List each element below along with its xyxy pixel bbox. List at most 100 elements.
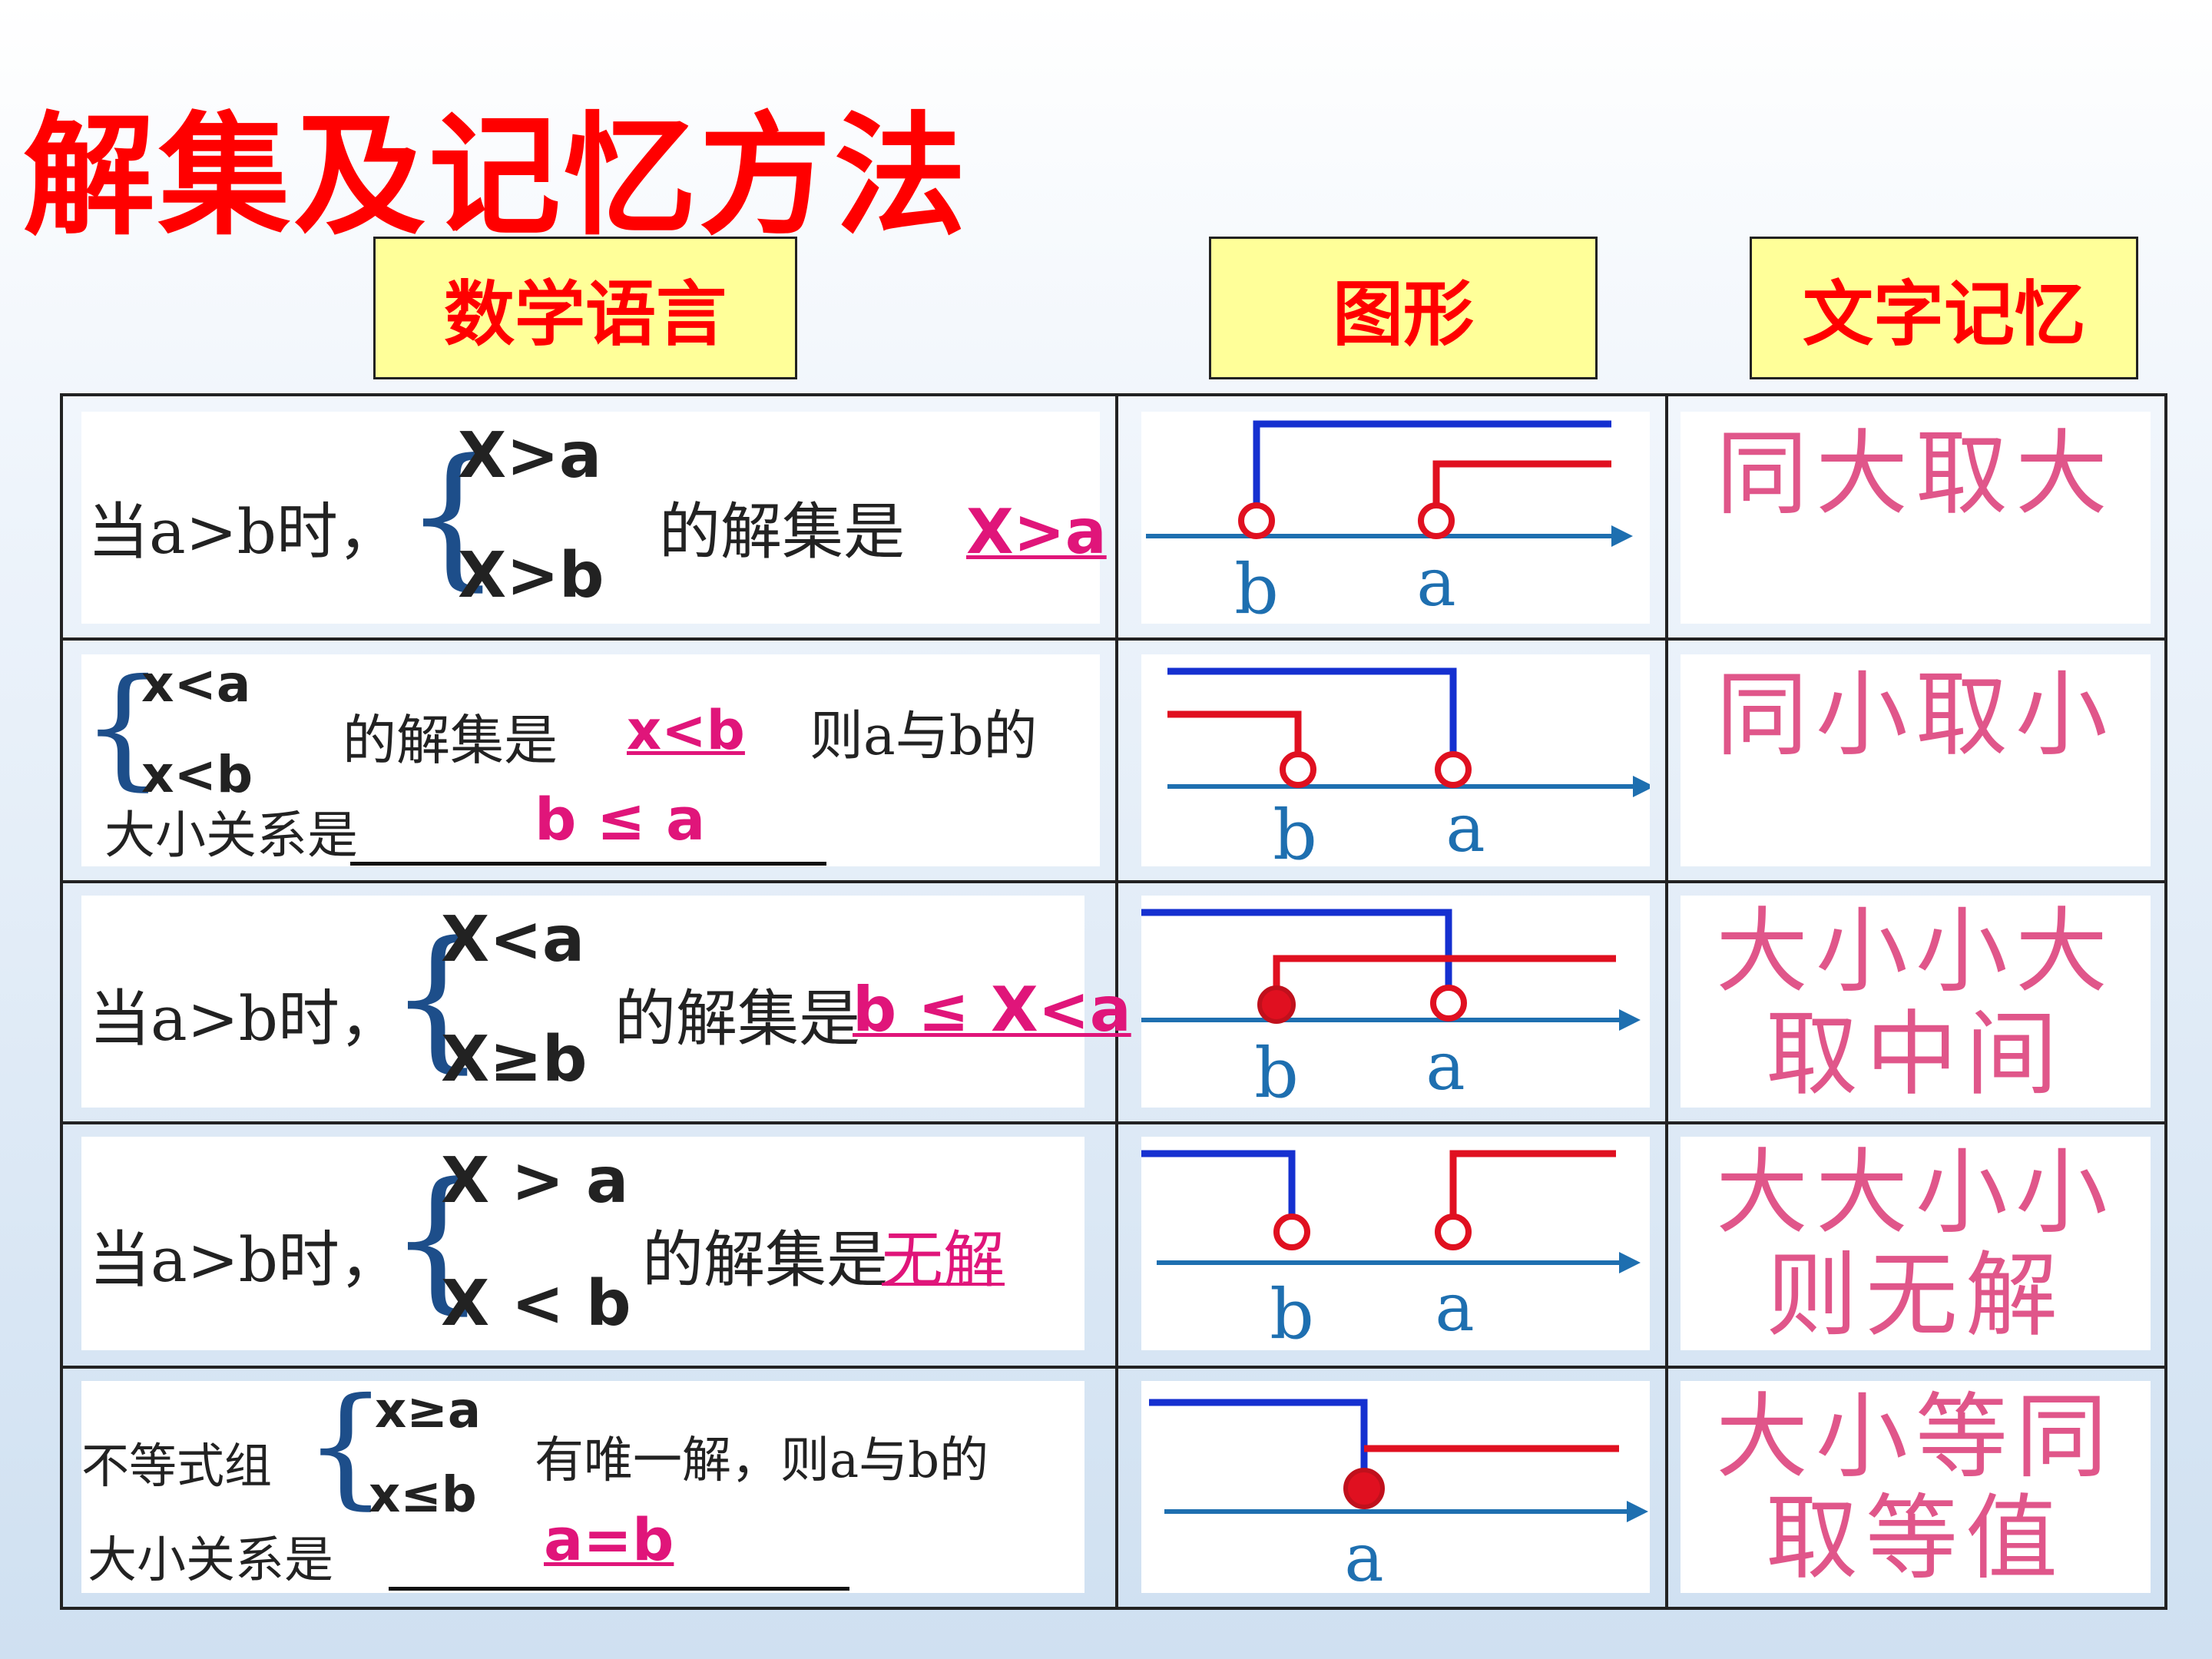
column-divider <box>1665 396 1668 1607</box>
header-math-language: 数学语言 <box>373 237 797 379</box>
row3-inequality-2: X≥b <box>441 1023 588 1096</box>
row4-premise: 当a>b时， <box>89 1210 401 1300</box>
open-point-b <box>1273 1214 1310 1250</box>
solution-branch-a <box>1141 909 1452 1003</box>
row2-line2-text: 大小关系是 <box>104 806 358 865</box>
row3-premise: 当a>b时， <box>89 969 401 1058</box>
row2-solution-text: 的解集是 <box>343 709 558 772</box>
label-a: a <box>1426 1028 1465 1105</box>
row3-number-line: b a <box>1141 909 1641 1114</box>
row4-figure-cell: b a <box>1141 1137 1650 1355</box>
row2-inequality-2: x<b <box>141 745 253 804</box>
row2-mnemonic-line1: 同小取小 <box>1716 662 2115 769</box>
solution-table: 当a>b时， { X>a X>b 的解集是 X>a b a 同大取大 { x<a… <box>60 393 2167 1610</box>
row2-inequality-1: x<a <box>141 654 251 714</box>
row2-figure-cell: b a <box>1141 654 1654 876</box>
row1-figure-cell: b a <box>1141 412 1650 630</box>
solution-branch-a <box>1167 667 1457 770</box>
row4-math-cell: 当a>b时， { X > a X < b 的解集是 无解 <box>81 1137 1084 1350</box>
row2-answer: x<b <box>627 699 745 762</box>
row2-memory-cell: 同小取小 <box>1681 654 2151 866</box>
row5-number-line: a <box>1149 1399 1648 1597</box>
row5-memory-cell: 大小等同 取等值 <box>1681 1381 2151 1593</box>
axis-arrow <box>1633 776 1654 797</box>
label-a: a <box>1416 545 1455 621</box>
page-title: 解集及记忆方法 <box>23 99 969 253</box>
label-a: a <box>1435 1270 1474 1346</box>
row3-math-cell: 当a>b时， { X<a X≥b 的解集是 b ≤ X<a <box>81 896 1131 1108</box>
row3-solution-text: 的解集是 <box>614 983 860 1055</box>
header-math-label: 数学语言 <box>443 273 727 356</box>
row3-mnemonic-line2: 取中间 <box>1766 1002 2065 1108</box>
row1-answer: X>a <box>966 496 1107 568</box>
closed-point-a <box>1343 1468 1385 1509</box>
open-point-a <box>1430 985 1467 1022</box>
header-figure: 图形 <box>1209 237 1598 379</box>
row-divider <box>63 880 2164 883</box>
column-divider <box>1115 396 1118 1607</box>
label-a: a <box>1344 1520 1383 1593</box>
header-text-memory: 文字记忆 <box>1750 237 2138 379</box>
row4-answer: 无解 <box>882 1224 1005 1296</box>
row5-mnemonic-line1: 大小等同 <box>1716 1384 2115 1491</box>
open-point-a <box>1435 751 1472 788</box>
row1-inequality-1: X>a <box>458 419 602 492</box>
label-b: b <box>1254 1033 1299 1108</box>
row1-mnemonic-line1: 同大取大 <box>1716 421 2115 528</box>
row1-inequality-2: X>b <box>458 539 604 612</box>
row1-brace: { <box>404 426 502 605</box>
row3-figure-cell: b a <box>1141 896 1650 1114</box>
row1-number-line: b a <box>1146 420 1633 630</box>
row2-number-line: b a <box>1167 667 1654 876</box>
row5-answer2: a=b <box>544 1505 674 1574</box>
row-divider <box>63 1366 2164 1369</box>
axis-arrow <box>1619 1252 1641 1273</box>
row4-memory-cell: 大大小小 则无解 <box>1681 1137 2151 1350</box>
row5-math-cell: 不等式组 { x≥a x≤b 有唯一解，则a与b的 大小关系是 a=b <box>81 1381 1084 1593</box>
open-point-a <box>1435 1214 1472 1250</box>
header-memory-label: 文字记忆 <box>1802 273 2085 356</box>
solution-branch-a <box>1432 460 1611 521</box>
row5-figure-cell: a <box>1141 1381 1650 1597</box>
header-figure-label: 图形 <box>1332 273 1474 356</box>
row1-premise: 当a>b时， <box>88 482 399 571</box>
row2-answer2: b ≤ a <box>535 785 706 853</box>
row3-memory-cell: 大小小大 取中间 <box>1681 896 2151 1108</box>
row1-premise-text: 当a>b时， <box>88 496 399 568</box>
solution-branch-b <box>1253 420 1611 521</box>
open-point-a <box>1418 502 1455 539</box>
label-b: b <box>1270 1274 1314 1350</box>
row5-relation-text: 有唯一解，则a与b的 <box>535 1432 989 1489</box>
row5-inequality-2: x≤b <box>369 1467 477 1524</box>
row4-mnemonic-line1: 大大小小 <box>1716 1140 2115 1247</box>
label-b: b <box>1273 795 1317 866</box>
open-point-b <box>1280 751 1316 788</box>
row-divider <box>63 637 2164 641</box>
label-a: a <box>1445 790 1485 866</box>
row4-premise-text: 当a>b时， <box>89 1224 401 1296</box>
solution-branch-a <box>1449 1150 1616 1218</box>
row5-inequality-1: x≥a <box>375 1382 482 1439</box>
row5-premise: 不等式组 <box>81 1438 273 1494</box>
row5-brace: { <box>304 1370 388 1522</box>
row1-math-cell: 当a>b时， { X>a X>b 的解集是 X>a <box>81 412 1107 624</box>
row4-inequality-2: X < b <box>441 1267 631 1340</box>
row3-premise-text: 当a>b时， <box>89 983 401 1055</box>
axis-arrow <box>1627 1501 1648 1522</box>
axis-arrow <box>1619 1009 1641 1031</box>
row3-mnemonic-line1: 大小小大 <box>1716 899 2115 1005</box>
row2-answer-blank <box>350 862 826 866</box>
row2-relation-text: 则a与b的 <box>810 704 1038 767</box>
row-divider <box>63 1121 2164 1124</box>
closed-point-b <box>1257 985 1296 1024</box>
axis-arrow <box>1611 525 1633 547</box>
row4-solution-text: 的解集是 <box>642 1224 888 1296</box>
row3-inequality-1: X<a <box>441 903 585 976</box>
row5-line2-text: 大小关系是 <box>88 1532 333 1589</box>
row3-answer: b ≤ X<a <box>853 974 1131 1045</box>
open-point-b <box>1238 502 1275 539</box>
row4-inequality-1: X > a <box>441 1144 629 1217</box>
row2-math-cell: { x<a x<b 的解集是 x<b 则a与b的 大小关系是 b ≤ a <box>81 654 1100 866</box>
row5-mnemonic-line2: 取等值 <box>1766 1485 2065 1592</box>
solution-branch-left <box>1149 1399 1368 1488</box>
